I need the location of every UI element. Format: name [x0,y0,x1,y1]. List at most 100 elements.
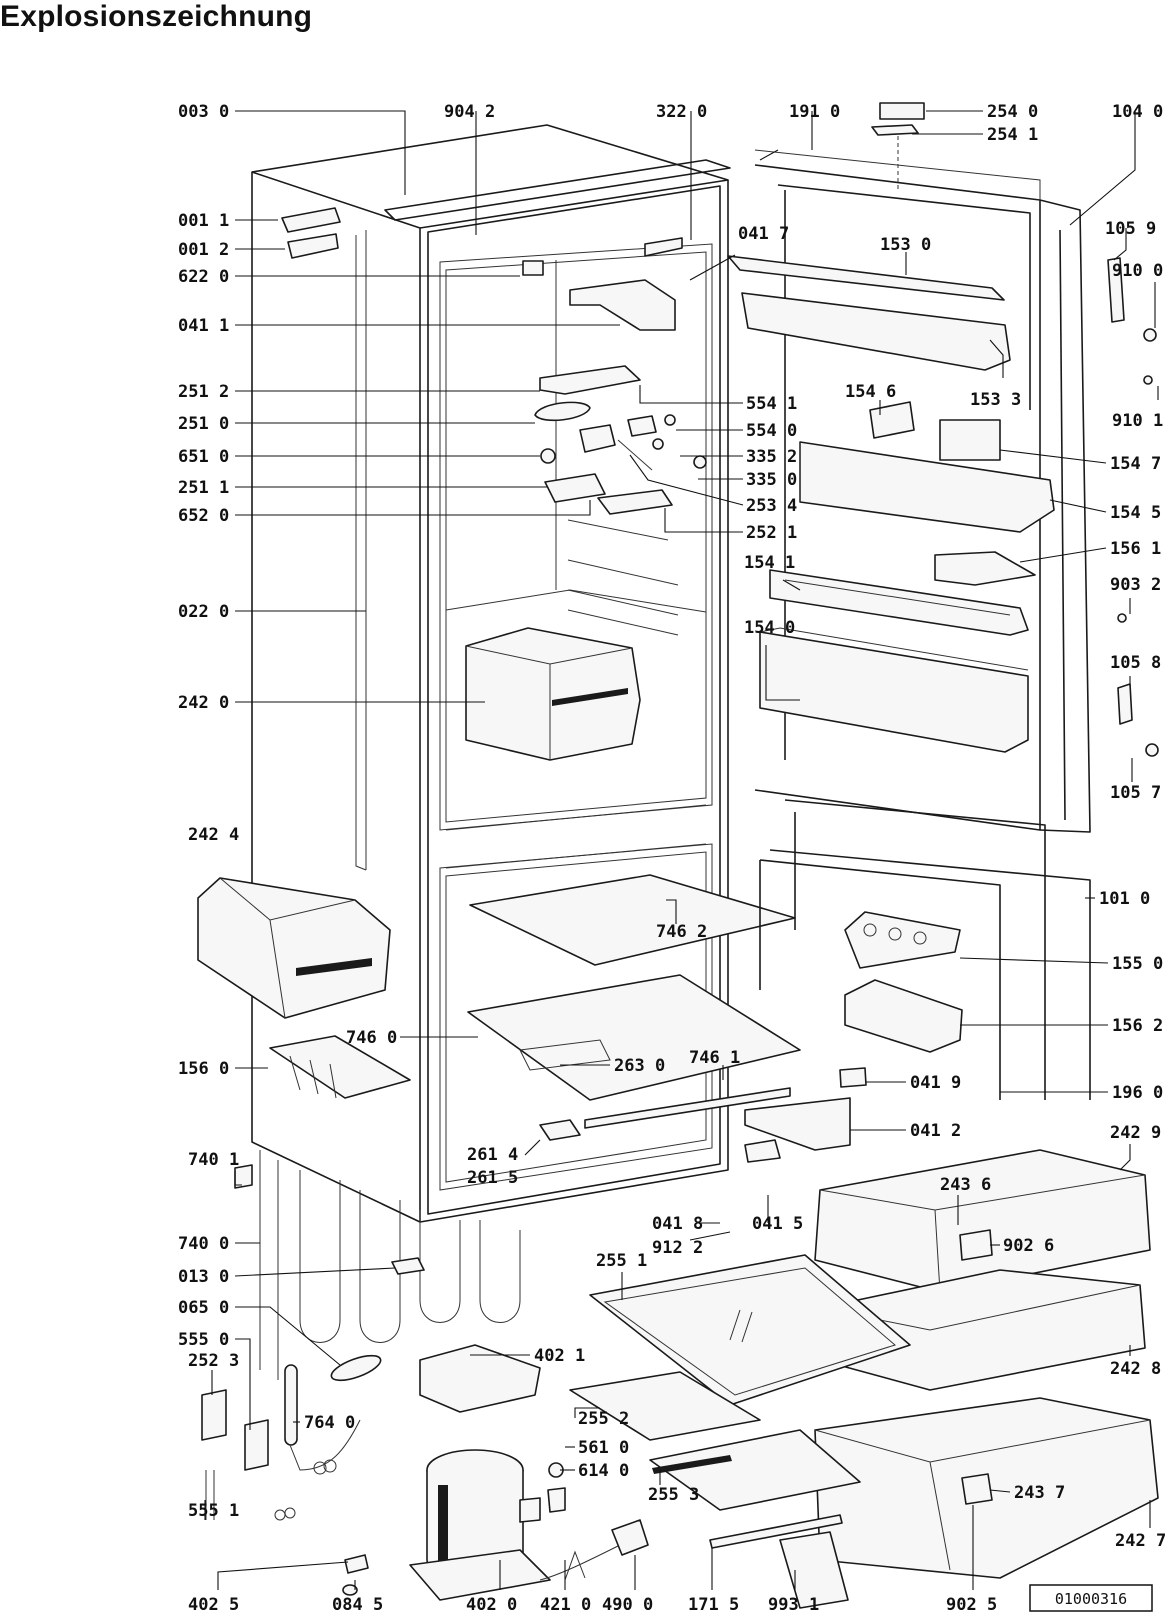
part-label: 651 0 [178,447,229,467]
part-label: 156 0 [178,1059,229,1079]
glass-shelves [569,1254,911,1609]
part-label: 253 4 [746,496,797,516]
bottom-drawers [814,1149,1159,1579]
part-label: 652 0 [178,506,229,526]
compressor-unit [201,1150,649,1601]
part-label: 154 1 [744,553,795,573]
part-label: 255 1 [596,1251,647,1271]
part-label: 243 6 [940,1175,991,1195]
part-label: 561 0 [578,1438,629,1458]
part-label: 242 0 [178,693,229,713]
part-label: 252 3 [188,1351,239,1371]
part-label: 912 2 [652,1238,703,1258]
document-number: 01000316 [1055,1590,1127,1608]
part-label: 154 5 [1110,503,1161,523]
part-label: 402 5 [188,1595,239,1615]
part-label: 910 1 [1112,411,1163,431]
part-label: 041 5 [752,1214,803,1234]
part-label: 555 0 [178,1330,229,1350]
part-label: 242 8 [1110,1359,1161,1379]
part-label: 555 1 [188,1501,239,1521]
part-label: 104 0 [1112,102,1163,122]
part-label: 084 5 [332,1595,383,1615]
part-label: 156 1 [1110,539,1161,559]
part-label: 003 0 [178,102,229,122]
light-unit [534,365,707,515]
part-label: 251 1 [178,478,229,498]
part-label: 402 1 [534,1346,585,1366]
crisper-box-upper [465,627,641,761]
part-label: 902 5 [946,1595,997,1615]
part-label: 746 2 [656,922,707,942]
part-label: 155 0 [1112,954,1163,974]
part-label: 154 0 [744,618,795,638]
cabinet-body [251,124,731,1223]
part-label: 153 0 [880,235,931,255]
part-label: 154 7 [1110,454,1161,474]
part-label: 335 2 [746,447,797,467]
part-label: 154 6 [845,382,896,402]
part-label: 156 2 [1112,1016,1163,1036]
page-title: Explosionszeichnung [0,0,313,33]
part-label: 421 0 [540,1595,591,1615]
part-label: 001 1 [178,211,229,231]
part-label: 242 9 [1110,1123,1161,1143]
part-illustrations [197,102,1159,1609]
part-label: 242 4 [188,825,239,845]
part-label: 614 0 [578,1461,629,1481]
part-label: 242 7 [1115,1531,1166,1551]
part-label: 041 1 [178,316,229,336]
part-label: 041 9 [910,1073,961,1093]
upper-brackets [281,207,683,331]
part-label: 322 0 [656,102,707,122]
ice-tray [269,1035,411,1099]
part-label: 196 0 [1112,1083,1163,1103]
part-label: 153 3 [970,390,1021,410]
part-label: 554 1 [746,394,797,414]
part-labels: 003 0 904 2 322 0 191 0 254 0 254 1 104 … [178,102,1166,1615]
part-label: 243 7 [1014,1483,1065,1503]
part-label: 022 0 [178,602,229,622]
part-label: 105 8 [1110,653,1161,673]
part-label: 251 0 [178,414,229,434]
part-label: 013 0 [178,1267,229,1287]
part-label: 255 3 [648,1485,699,1505]
part-label: 041 2 [910,1121,961,1141]
part-label: 554 0 [746,421,797,441]
part-label: 251 2 [178,382,229,402]
part-label: 001 2 [178,240,229,260]
part-label: 335 0 [746,470,797,490]
freezer-shelves [467,874,801,1141]
part-label: 041 7 [738,224,789,244]
part-label: 101 0 [1099,889,1150,909]
freezer-drawer [197,877,391,1019]
door-shelves [727,255,1159,757]
part-label: 105 7 [1110,783,1161,803]
part-label: 191 0 [789,102,840,122]
part-label: 252 1 [746,523,797,543]
part-label: 622 0 [178,267,229,287]
part-label: 105 9 [1105,219,1156,239]
part-label: 740 1 [188,1150,239,1170]
part-label: 171 5 [688,1595,739,1615]
part-label: 490 0 [602,1595,653,1615]
part-label: 041 8 [652,1214,703,1234]
part-label: 746 0 [346,1028,397,1048]
part-label: 746 1 [689,1048,740,1068]
part-label: 261 5 [467,1168,518,1188]
leader-lines [204,110,1159,1590]
part-label: 254 0 [987,102,1038,122]
part-label: 255 2 [578,1409,629,1429]
part-label: 065 0 [178,1298,229,1318]
part-label: 904 2 [444,102,495,122]
part-label: 254 1 [987,125,1038,145]
part-label: 261 4 [467,1145,518,1165]
document-number-box: 01000316 [1029,1584,1153,1612]
part-label: 902 6 [1003,1236,1054,1256]
part-label: 993 1 [768,1595,819,1615]
part-label: 903 2 [1110,575,1161,595]
freezer-door [744,799,1091,1163]
part-label: 402 0 [466,1595,517,1615]
part-label: 740 0 [178,1234,229,1254]
